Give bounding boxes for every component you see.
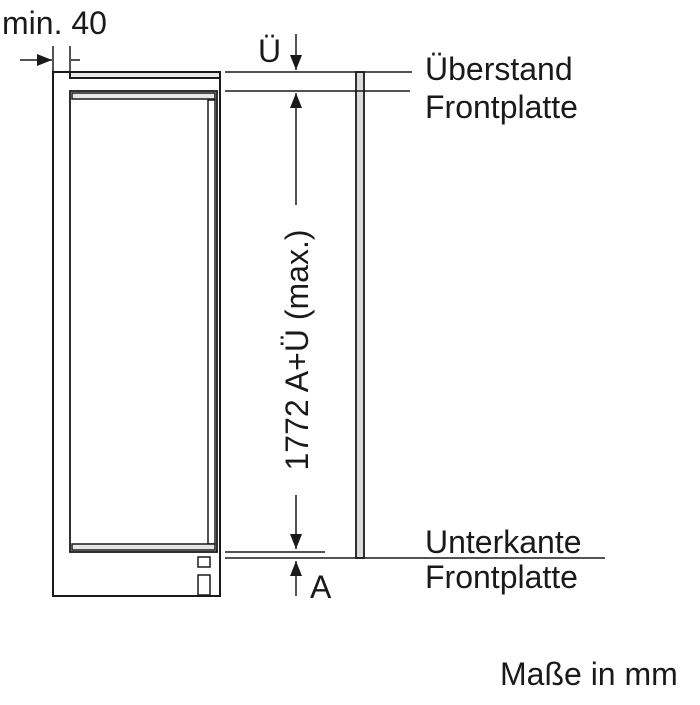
min-gap-label: min. 40 bbox=[2, 5, 107, 41]
bottom-offset-dimension: A bbox=[290, 561, 332, 605]
overhang-dimension: Ü bbox=[258, 33, 302, 70]
bottom-offset-symbol: A bbox=[310, 569, 332, 605]
reference-lines bbox=[225, 71, 605, 559]
front-panel bbox=[355, 71, 365, 559]
overhang-symbol: Ü bbox=[258, 33, 281, 69]
overhang-label-line2: Frontplatte bbox=[425, 89, 578, 125]
cabinet-top-panel bbox=[69, 71, 221, 79]
units-note: Maße in mm bbox=[500, 656, 678, 692]
min-gap-dimension: min. 40 bbox=[2, 5, 107, 72]
bottom-label-line1: Unterkante bbox=[425, 524, 582, 560]
cabinet-wall bbox=[52, 71, 221, 597]
appliance-body bbox=[69, 90, 218, 596]
bottom-label-line2: Frontplatte bbox=[425, 559, 578, 595]
overhang-label-line1: Überstand bbox=[425, 51, 573, 87]
height-dimension: 1772 A+Ü (max.) bbox=[276, 93, 316, 549]
height-dimension-label: 1772 A+Ü (max.) bbox=[279, 230, 315, 471]
